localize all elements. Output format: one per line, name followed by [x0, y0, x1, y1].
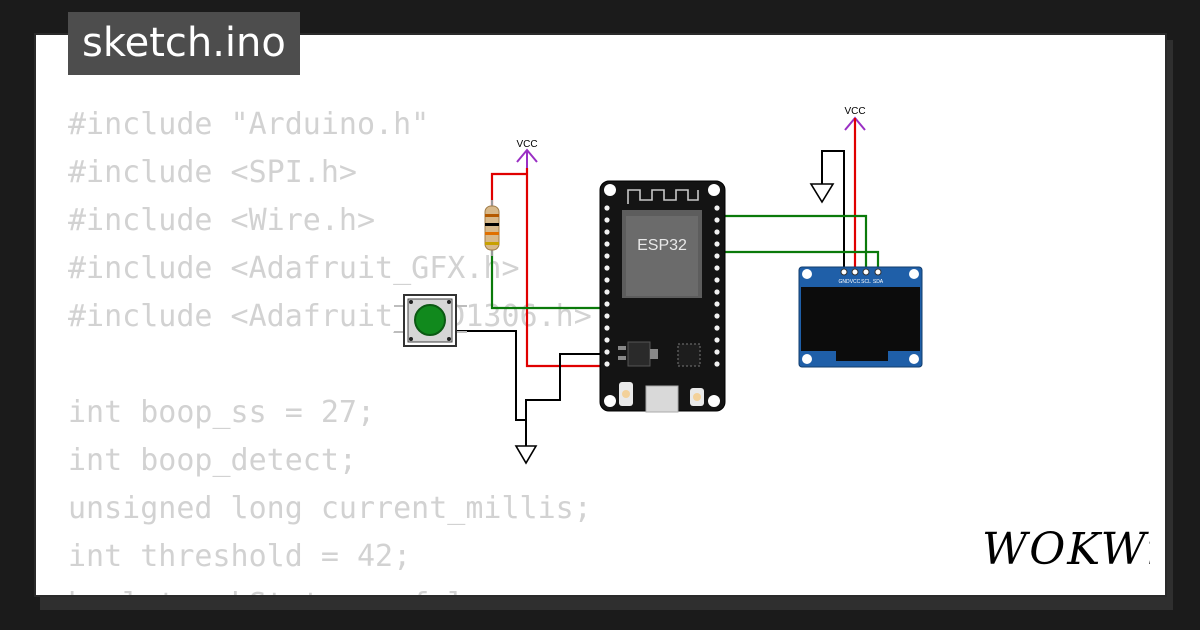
- oled-pin-vcc: VCC: [850, 279, 861, 285]
- file-tab[interactable]: sketch.ino: [68, 12, 300, 75]
- code-line: int boop_detect;: [68, 443, 357, 478]
- esp32-label: ESP32: [637, 237, 687, 254]
- oled-display[interactable]: GND VCC SCL SDA: [798, 266, 923, 368]
- wokwi-logo: WOKWi: [982, 524, 1150, 574]
- oled-pin-sda: SDA: [873, 279, 884, 285]
- vcc-right-label: VCC: [844, 106, 865, 117]
- code-line: unsigned long current_millis;: [68, 491, 592, 526]
- ground-wires: [457, 150, 845, 446]
- oled-pin-gnd: GND: [838, 279, 850, 285]
- code-line: int threshold = 42;: [68, 539, 412, 574]
- power-wires: [490, 118, 857, 368]
- resistor[interactable]: [484, 200, 500, 256]
- code-line: #include <Adafruit_GFX.h>: [68, 251, 520, 286]
- code-line: #include <Wire.h>: [68, 203, 376, 238]
- wokwi-logo-text: WOKWi: [982, 524, 1150, 574]
- code-line: bool trackStatus = false;: [68, 581, 592, 595]
- vcc-left-label: VCC: [516, 139, 537, 150]
- signal-wires: [490, 214, 880, 310]
- ground-symbol-left: [514, 445, 538, 465]
- ground-symbol-right: [809, 183, 835, 204]
- code-line: #include <SPI.h>: [68, 155, 357, 190]
- esp32-board[interactable]: ESP32: [599, 180, 726, 413]
- push-button[interactable]: [394, 294, 467, 347]
- oled-pin-scl: SCL: [861, 279, 871, 285]
- code-line: int boop_ss = 27;: [68, 395, 376, 430]
- vcc-symbol-left: VCC: [516, 139, 538, 168]
- code-preview: #include "Arduino.h" #include <SPI.h> #inc…: [68, 101, 592, 595]
- code-line: #include "Arduino.h": [68, 107, 430, 142]
